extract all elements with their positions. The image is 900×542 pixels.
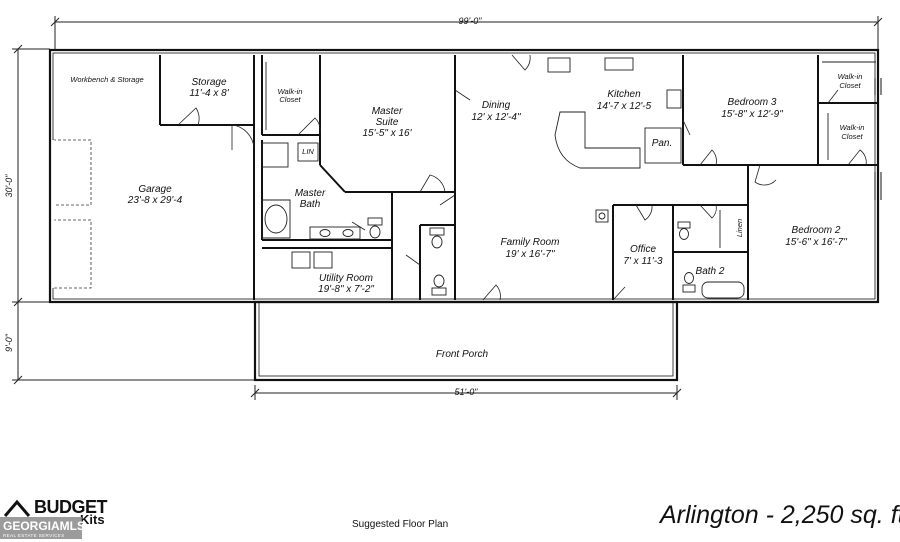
garage-size: 23'-8 x 29'-4 <box>127 195 183 206</box>
master-suite-size: 15'-5" x 16' <box>362 128 412 139</box>
master-walkin-label-2: Closet <box>279 95 301 104</box>
family-room-label: Family Room <box>501 237 560 248</box>
door-swings <box>177 54 867 301</box>
master-walkin-label-1: Walk-in <box>278 87 303 96</box>
dining-size: 12' x 12'-4" <box>471 112 521 123</box>
mls-watermark-band <box>0 517 82 539</box>
utility-size: 19'-8" x 7'-2" <box>318 284 374 295</box>
fixtures <box>261 57 876 299</box>
office-size: 7' x 11'-3 <box>623 256 663 267</box>
overall-width-label: 99'-0" <box>459 16 483 26</box>
porch-width-dimension: 51'-0" <box>250 385 682 400</box>
storage-label: Storage <box>191 77 226 88</box>
logo-brand-suffix: Kits <box>80 512 105 527</box>
kitchen-size: 14'-7 x 12'-5 <box>597 101 652 112</box>
dining-label: Dining <box>482 100 511 111</box>
storage-size: 11'-4 x 8' <box>189 88 229 99</box>
house-mark-icon <box>4 499 30 517</box>
garage-doors <box>51 139 92 289</box>
logo-brand: BUDGET <box>34 497 108 517</box>
b2-walkin-label-2: Closet <box>841 132 863 141</box>
master-bath-label-1: Master <box>295 188 326 199</box>
overall-width-dimension: 99'-0" <box>50 16 883 50</box>
lin-label: LIN <box>302 147 314 156</box>
porch-width-label: 51'-0" <box>455 387 479 397</box>
workbench-label: Workbench & Storage <box>70 75 143 84</box>
b3-walkin-label-2: Closet <box>839 81 861 90</box>
office-label: Office <box>630 244 657 255</box>
b2-walkin-label-1: Walk-in <box>840 123 865 132</box>
master-suite-label-1: Master <box>372 106 403 117</box>
depth-dimensions: 30'-0" 9'-0" <box>4 44 255 385</box>
bath2-label: Bath 2 <box>696 266 725 277</box>
overall-depth-label: 30'-0" <box>4 174 14 198</box>
front-porch-label: Front Porch <box>436 349 489 360</box>
plan-title: Arlington - 2,250 sq. ft <box>660 501 900 529</box>
plan-caption: Suggested Floor Plan <box>352 519 449 530</box>
b3-walkin-label-1: Walk-in <box>838 72 863 81</box>
garage-label: Garage <box>138 184 172 195</box>
bedroom2-label: Bedroom 2 <box>792 225 841 236</box>
mls-watermark-sub: REAL ESTATE SERVICES <box>3 533 65 538</box>
family-room-size: 19' x 16'-7" <box>505 249 555 260</box>
interior-walls <box>159 55 878 300</box>
mls-watermark: GEORGIAMLS <box>3 519 86 533</box>
budget-kits-logo: BUDGET Kits GEORGIAMLS REAL ESTATE SERVI… <box>0 497 118 542</box>
bedroom3-size: 15'-8" x 12'-9" <box>721 109 783 120</box>
master-suite-label-2: Suite <box>376 117 399 128</box>
linen-label: Linen <box>735 219 744 237</box>
pantry-label: Pan. <box>652 138 673 149</box>
bedroom3-label: Bedroom 3 <box>728 97 777 108</box>
room-labels: Workbench & Storage Storage 11'-4 x 8' G… <box>70 72 864 360</box>
exterior-walls <box>48 48 880 382</box>
bedroom2-size: 15'-6" x 16'-7" <box>785 237 847 248</box>
kitchen-label: Kitchen <box>607 89 641 100</box>
windows <box>874 78 882 200</box>
master-bath-label-2: Bath <box>300 199 321 210</box>
utility-label: Utility Room <box>319 273 373 284</box>
porch-depth-label: 9'-0" <box>4 333 14 352</box>
